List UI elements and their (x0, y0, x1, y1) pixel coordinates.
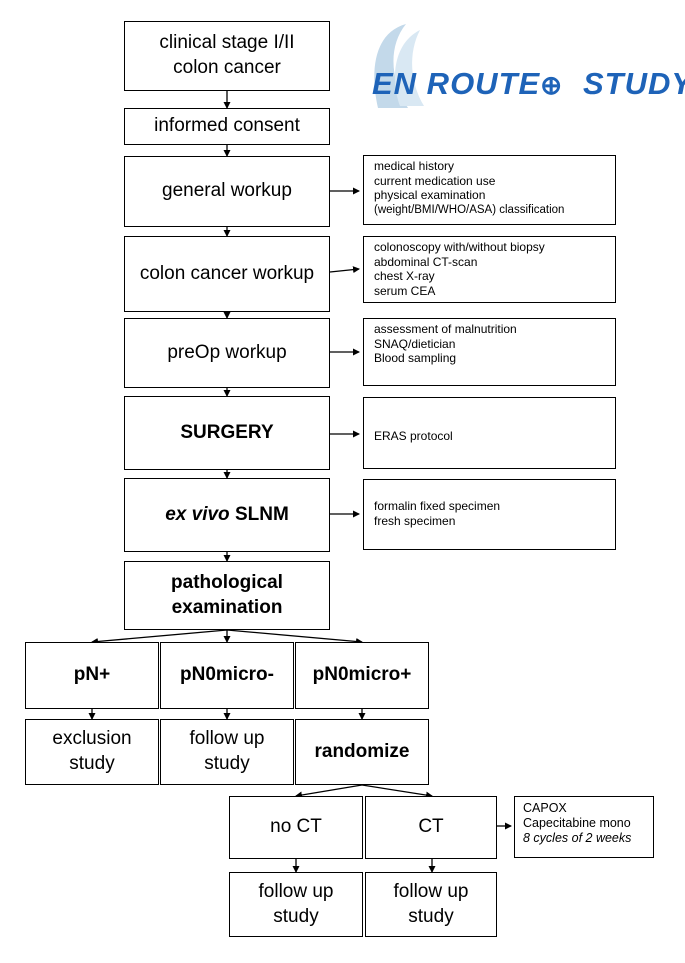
preop-note-3: Blood sampling (374, 351, 457, 365)
colon-cancer-workup-box: colon cancer workup (124, 236, 330, 312)
preop-workup-label: preOp workup (167, 341, 287, 363)
general-note-4: (weight/BMI/WHO/ASA) classification (374, 203, 565, 216)
pn-plus-box: pN+ (25, 642, 159, 709)
ct-note-2: Capecitabine mono (523, 816, 631, 830)
logo-text-en-route: EN ROUTE (372, 66, 541, 101)
surgery-note-1: ERAS protocol (374, 429, 453, 443)
pathological-line2: examination (171, 596, 283, 618)
general-note-2: current medication use (374, 173, 496, 188)
followup1-line1: follow up (189, 728, 265, 750)
exclusion-line1: exclusion (52, 728, 132, 750)
no-ct-box: no CT (229, 796, 363, 859)
randomize-box: randomize (295, 719, 429, 785)
general-workup-notes: medical history current medication use p… (363, 155, 616, 225)
logo-text-study: STUDY (582, 66, 685, 101)
informed-consent-label: informed consent (154, 115, 300, 137)
slnm-box: ex vivo SLNM (124, 478, 330, 552)
pathological-line1: pathological (171, 571, 283, 593)
ct-note-3: 8 cycles of 2 weeks (523, 831, 632, 845)
followup3-line1: follow up (393, 880, 469, 902)
colon-note-3: chest X-ray (374, 269, 435, 283)
ct-regimen-notes: CAPOX Capecitabine mono 8 cycles of 2 we… (514, 796, 654, 858)
clinical-stage-box: clinical stage I/II colon cancer (124, 21, 330, 91)
preop-note-1: assessment of malnutrition (374, 322, 517, 336)
surgery-box: SURGERY (124, 396, 330, 470)
slnm-notes: formalin fixed specimen fresh specimen (363, 479, 616, 550)
clinical-stage-line1: clinical stage I/II (159, 32, 295, 54)
colon-cancer-workup-label: colon cancer workup (139, 262, 315, 284)
exclusion-line2: study (69, 753, 115, 774)
informed-consent-box: informed consent (124, 108, 330, 145)
slnm-bold-label: SLNM (234, 503, 289, 525)
pn0micro-minus-label: pN0micro- (180, 664, 274, 686)
pathological-examination-box: pathological examination (124, 561, 330, 630)
logo-plus-circle-icon: ⊕ (540, 70, 563, 100)
randomize-label: randomize (314, 740, 410, 762)
followup3-line2: study (408, 905, 454, 927)
surgery-label: SURGERY (180, 421, 274, 443)
preop-workup-box: preOp workup (124, 318, 330, 388)
colon-note-4: serum CEA (374, 283, 436, 298)
clinical-stage-line2: colon cancer (173, 57, 281, 78)
colon-note-1: colonoscopy with/without biopsy (374, 240, 545, 254)
logo-text: EN ROUTE⊕ STUDY (372, 66, 685, 102)
followup1-line2: study (204, 753, 250, 774)
general-note-3: physical examination (374, 188, 486, 202)
general-note-1: medical history (374, 159, 455, 173)
slnm-italic-label: ex vivo (165, 503, 230, 525)
follow-up-study-box-1: follow up study (160, 719, 294, 785)
ct-label: CT (418, 816, 444, 838)
exclusion-study-box: exclusion study (25, 719, 159, 785)
follow-up-study-box-3: follow up study (365, 872, 497, 937)
surgery-notes: ERAS protocol (363, 397, 616, 469)
logo-swoosh (374, 24, 424, 108)
pn-plus-label: pN+ (73, 664, 111, 686)
no-ct-label: no CT (270, 816, 322, 838)
ct-box: CT (365, 796, 497, 859)
followup2-line1: follow up (258, 880, 334, 902)
follow-up-study-box-2: follow up study (229, 872, 363, 937)
pn0micro-plus-label: pN0micro+ (312, 664, 412, 686)
followup2-line2: study (273, 905, 319, 927)
pn0micro-plus-box: pN0micro+ (295, 642, 429, 709)
ct-note-1: CAPOX (523, 801, 567, 815)
en-route-study-logo: EN ROUTE⊕ STUDY (368, 18, 685, 118)
slnm-note-2: fresh specimen (374, 513, 456, 528)
preop-note-2: SNAQ/dietician (374, 336, 456, 351)
general-workup-label: general workup (162, 180, 292, 202)
preop-workup-notes: assessment of malnutrition SNAQ/dieticia… (363, 318, 616, 386)
pn0micro-minus-box: pN0micro- (160, 642, 294, 709)
general-workup-box: general workup (124, 156, 330, 227)
colon-note-2: abdominal CT-scan (374, 254, 478, 269)
colon-workup-notes: colonoscopy with/without biopsy abdomina… (363, 236, 616, 303)
slnm-note-1: formalin fixed specimen (374, 499, 501, 513)
